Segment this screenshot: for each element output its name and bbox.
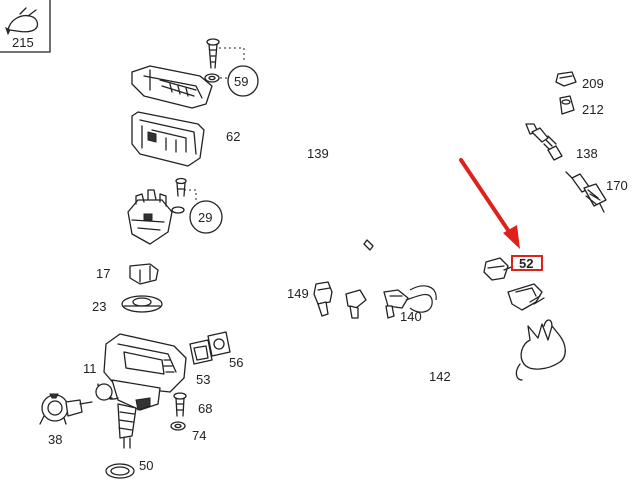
highlight-box-52[interactable] bbox=[511, 255, 543, 271]
label-29: 29 bbox=[198, 210, 212, 225]
part-142-ignition-cable[interactable] bbox=[388, 283, 545, 363]
part-56-cover-plate[interactable] bbox=[207, 331, 231, 357]
part-170-spark-plug[interactable] bbox=[565, 171, 607, 213]
label-11: 11 bbox=[83, 361, 97, 376]
label-17: 17 bbox=[96, 266, 110, 281]
part-53-gasket[interactable] bbox=[189, 339, 213, 365]
label-74: 74 bbox=[192, 428, 206, 443]
label-59: 59 bbox=[234, 74, 248, 89]
hand-illustration bbox=[515, 319, 566, 381]
part-68-bolt[interactable] bbox=[173, 392, 187, 417]
label-209: 209 bbox=[582, 76, 604, 91]
label-142: 142 bbox=[429, 369, 451, 384]
part-17[interactable] bbox=[129, 263, 159, 285]
label-140: 140 bbox=[400, 309, 422, 324]
part-38-vacuum-unit[interactable] bbox=[39, 393, 93, 425]
part-62-cover[interactable] bbox=[131, 65, 213, 167]
label-215: 215 bbox=[12, 35, 34, 50]
part-74-washer[interactable] bbox=[170, 421, 186, 431]
label-212: 212 bbox=[582, 102, 604, 117]
part-139-ignition-cable[interactable] bbox=[340, 100, 401, 251]
part-59-screw[interactable] bbox=[204, 38, 245, 83]
label-170: 170 bbox=[606, 178, 628, 193]
label-53: 53 bbox=[196, 372, 210, 387]
label-52: 52 bbox=[519, 256, 533, 271]
label-139: 139 bbox=[307, 146, 329, 161]
part-212-clip[interactable] bbox=[559, 95, 575, 115]
label-23: 23 bbox=[92, 299, 106, 314]
part-149-plug-connector[interactable] bbox=[313, 281, 409, 319]
part-140-ignition-cable-long[interactable] bbox=[368, 95, 563, 301]
callout-circle-59 bbox=[227, 65, 259, 97]
part-cable-loop[interactable] bbox=[405, 285, 437, 313]
part-11-distributor-housing[interactable] bbox=[95, 333, 187, 449]
label-50: 50 bbox=[139, 458, 153, 473]
label-138: 138 bbox=[576, 146, 598, 161]
red-arrow-icon bbox=[459, 158, 520, 249]
label-68: 68 bbox=[198, 401, 212, 416]
label-38: 38 bbox=[48, 432, 62, 447]
part-52-connector[interactable] bbox=[483, 257, 515, 281]
part-215[interactable] bbox=[0, 0, 51, 53]
label-62: 62 bbox=[226, 129, 240, 144]
callout-circle-29 bbox=[189, 200, 223, 234]
part-50-o-ring[interactable] bbox=[105, 463, 135, 479]
label-149: 149 bbox=[287, 286, 309, 301]
part-209-clip[interactable] bbox=[555, 71, 577, 87]
part-23[interactable] bbox=[121, 295, 163, 313]
label-56: 56 bbox=[229, 355, 243, 370]
part-29-rotor[interactable] bbox=[127, 177, 197, 245]
